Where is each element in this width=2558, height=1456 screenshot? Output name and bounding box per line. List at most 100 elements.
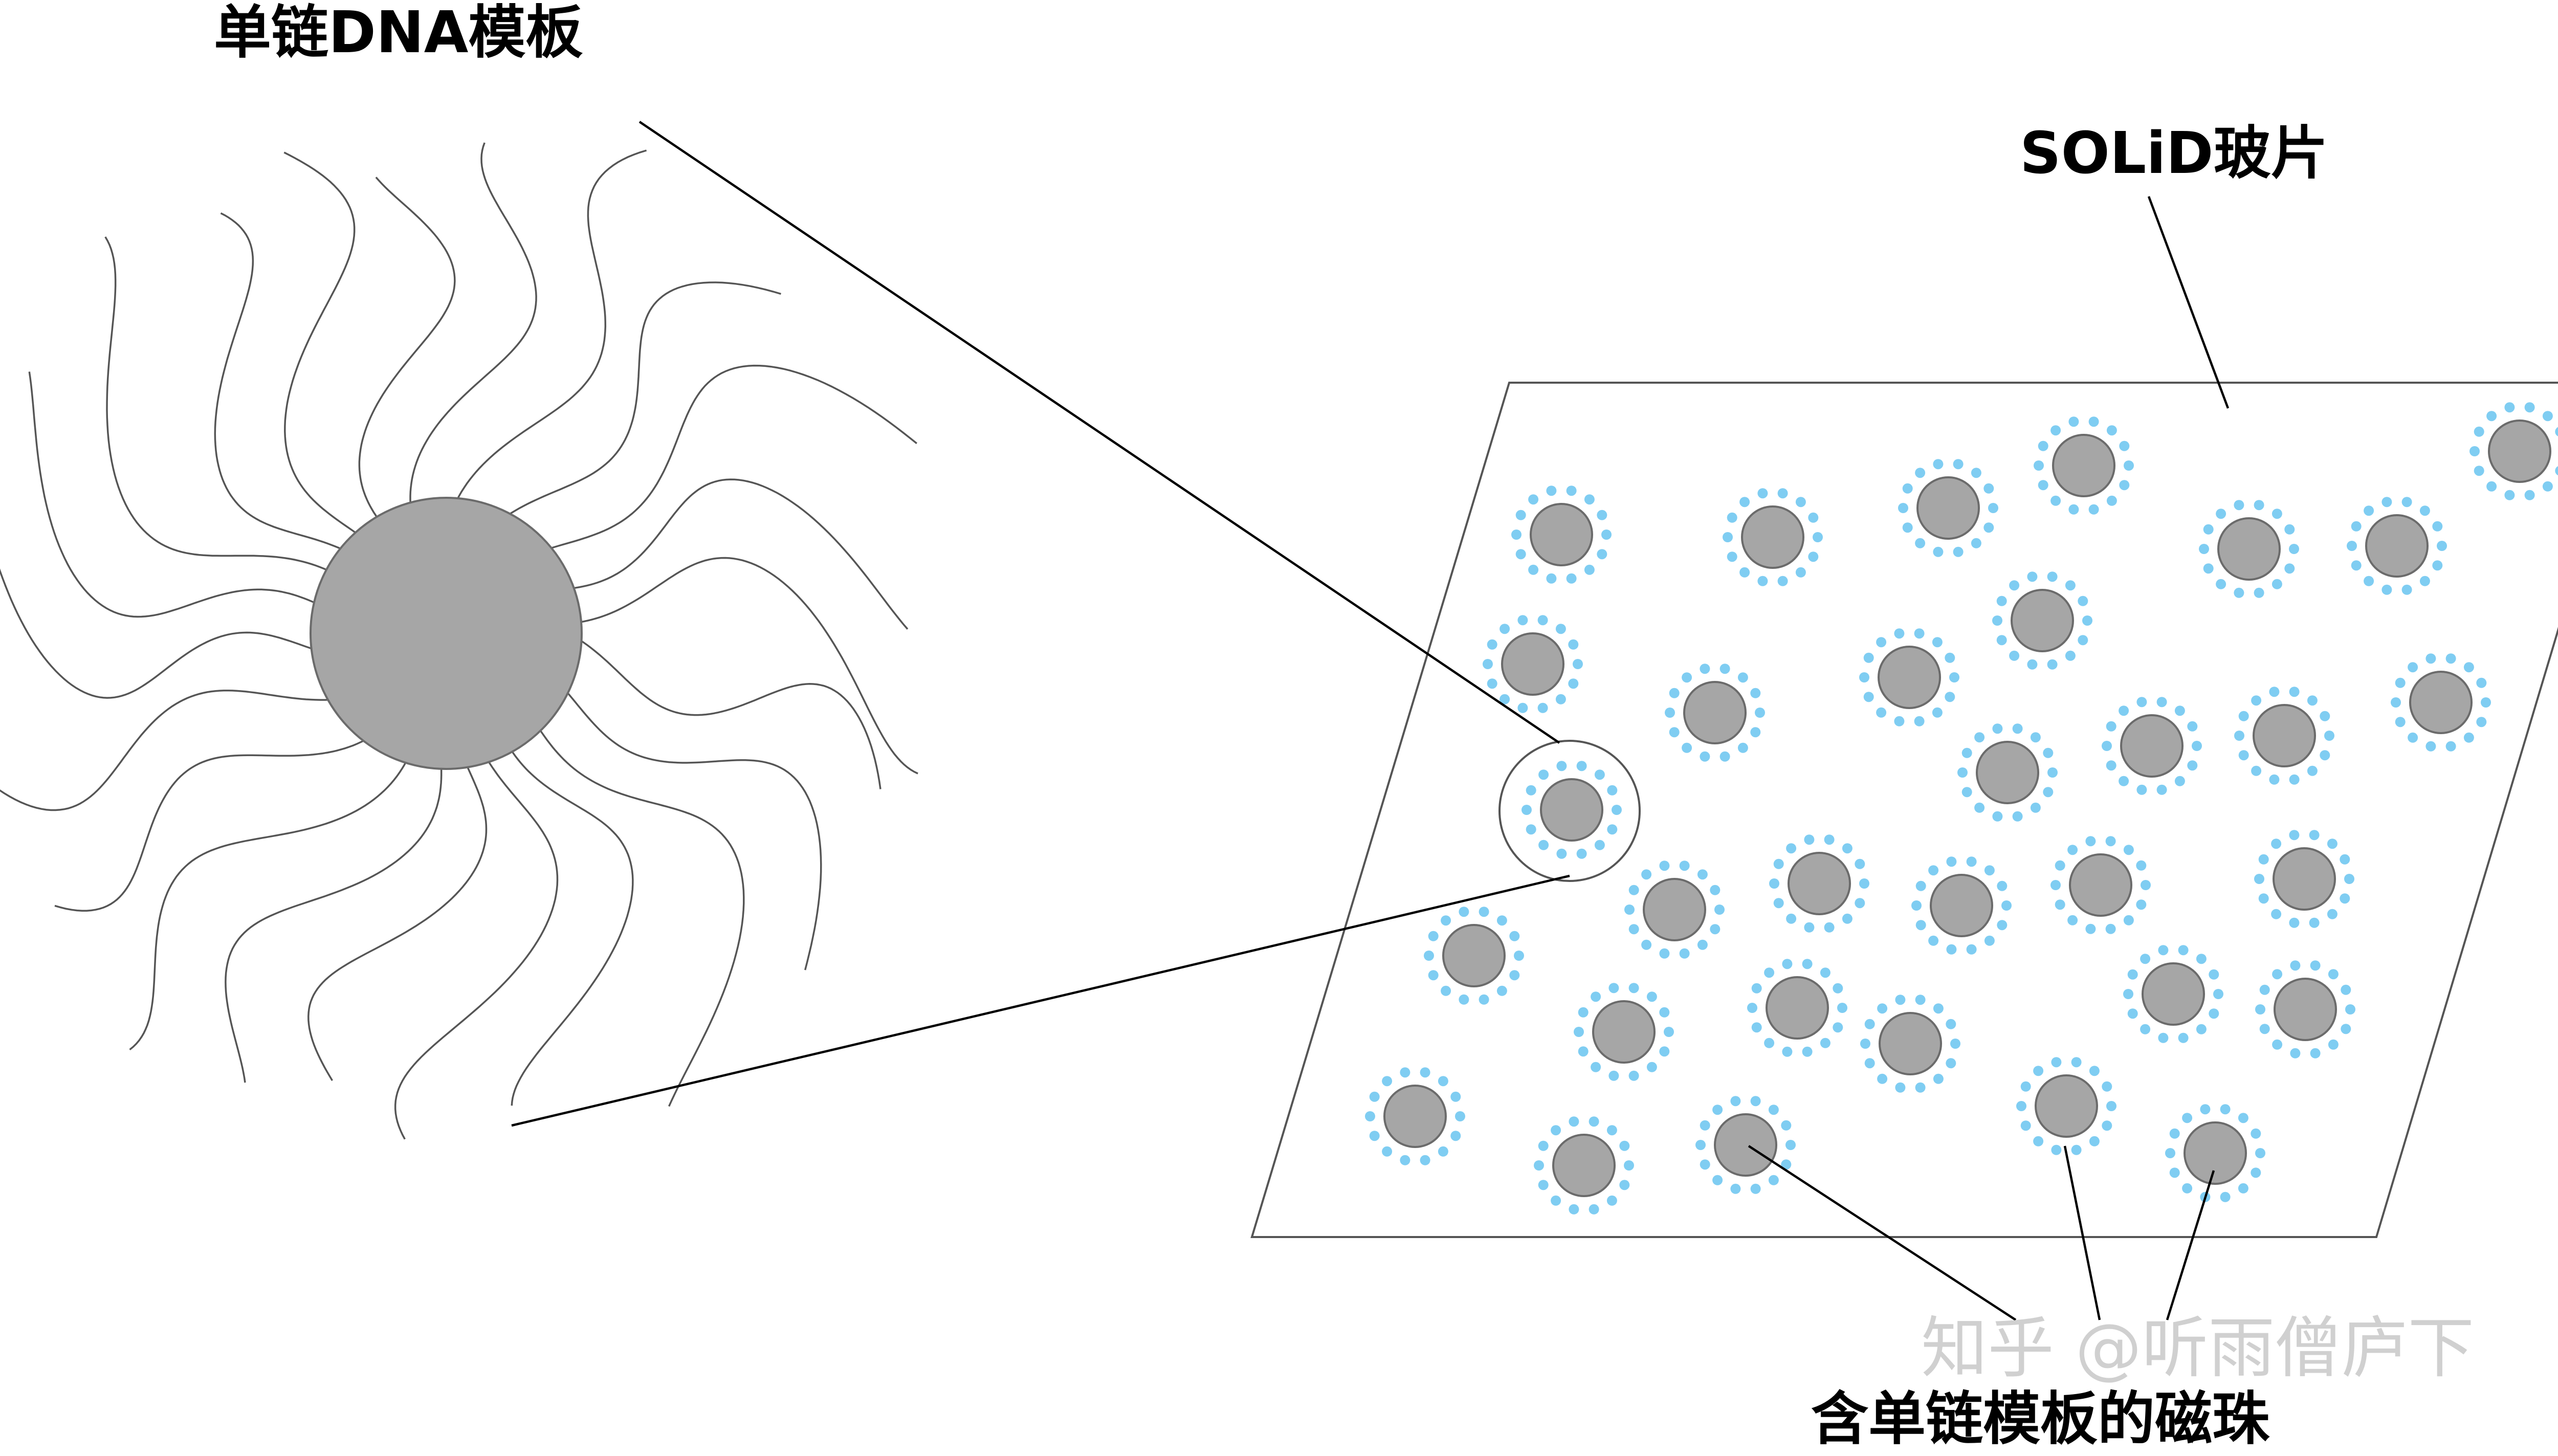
dna-dot <box>2432 521 2443 532</box>
dna-dot <box>2012 811 2023 822</box>
dna-dot <box>1781 1120 1792 1131</box>
dna-dot <box>1974 802 1985 813</box>
dna-dot <box>1607 785 1618 796</box>
bead-with-template <box>1574 983 1674 1081</box>
dna-dot <box>1992 811 2003 822</box>
dna-dot <box>2234 587 2244 598</box>
bead-with-template <box>1424 907 1524 1005</box>
dna-dot <box>1700 1159 1710 1170</box>
dna-dot <box>2254 874 2264 884</box>
dna-dot <box>1496 915 1507 926</box>
dna-dot <box>2310 960 2321 971</box>
dna-dot <box>1450 1131 1461 1141</box>
dna-dot <box>1682 742 1692 753</box>
dna-dot <box>1859 878 1869 889</box>
dna-dot <box>2174 705 2185 716</box>
leader-lines <box>1748 196 2230 1321</box>
dna-dot <box>1591 991 1601 1002</box>
dna-dot <box>1594 840 1605 850</box>
dna-dot <box>1737 672 1748 683</box>
dna-dot <box>2136 697 2147 708</box>
dna-dot <box>1996 635 2007 646</box>
bead-with-template <box>1747 959 1847 1057</box>
dna-dot <box>2051 1057 2062 1068</box>
ssdna-strand <box>104 236 328 571</box>
dna-dot <box>2123 845 2134 855</box>
dna-dot <box>1365 1111 1375 1121</box>
magnetic-bead <box>2069 853 2132 917</box>
dna-dot <box>1984 935 1995 946</box>
ssdna-strand <box>456 149 647 500</box>
dna-dot <box>1400 1067 1410 1078</box>
dna-dot <box>1509 931 1520 941</box>
dna-dot <box>2034 460 2044 471</box>
dna-dot <box>1669 727 1680 738</box>
dna-dot <box>1739 567 1750 578</box>
dna-dot <box>2136 860 2147 871</box>
dna-dot <box>1915 468 1926 478</box>
dna-dot <box>2419 505 2430 516</box>
dna-dot <box>1428 931 1439 941</box>
dna-dot <box>2220 1104 2231 1115</box>
ssdna-strand <box>225 767 443 1083</box>
dna-dot <box>1584 494 1595 505</box>
dna-dot <box>2220 1192 2231 1202</box>
dna-dot <box>2290 1048 2301 1058</box>
dna-dot <box>1700 664 1710 674</box>
dna-dot <box>2119 440 2130 451</box>
dna-dot <box>1719 664 1730 674</box>
dna-dot <box>1739 497 1750 508</box>
dna-dot <box>1961 787 1972 798</box>
dna-dot <box>1589 1116 1599 1127</box>
bead-leader-line-2 <box>2063 1145 2101 1320</box>
bead-with-template <box>2255 960 2355 1058</box>
magnetic-bead <box>2011 589 2074 652</box>
bead-with-template <box>1483 615 1583 713</box>
dna-dot <box>1597 549 1607 560</box>
dna-dot <box>2258 854 2269 865</box>
dna-dot <box>1597 510 1607 520</box>
ssdna-strand <box>54 739 366 912</box>
dna-dot <box>1420 1067 1430 1078</box>
dna-dot <box>1946 1058 1956 1069</box>
dna-dot <box>1971 468 1981 478</box>
dna-dot <box>2203 563 2214 574</box>
dna-dot <box>2272 969 2283 980</box>
dna-dot <box>2085 923 2096 934</box>
dna-dot <box>1983 522 1994 533</box>
ssdna-strand <box>549 364 917 549</box>
magnetic-bead <box>1976 741 2039 804</box>
dna-dot <box>1428 970 1439 981</box>
dna-dot <box>2105 923 2116 934</box>
ssdna-strand <box>539 729 745 1107</box>
dna-dot <box>2178 945 2189 956</box>
dna-dot <box>1573 659 1583 669</box>
dna-dot <box>1624 1160 1634 1171</box>
dna-dot <box>1369 1131 1380 1141</box>
dna-dot <box>1859 672 1869 682</box>
dna-dot <box>1751 983 1762 994</box>
dna-dot <box>2050 495 2061 506</box>
dna-dot <box>1755 708 1765 718</box>
dna-dot <box>2328 1039 2339 1050</box>
dna-dot <box>2158 945 2169 956</box>
dna-dot <box>1914 716 1925 726</box>
magnetic-bead <box>1383 1085 1447 1148</box>
ssdna-strand <box>214 212 342 550</box>
dna-dot <box>1546 486 1557 496</box>
dna-dot <box>2474 426 2484 437</box>
dna-dot <box>2216 509 2226 519</box>
dna-dot <box>1700 751 1710 762</box>
dna-dot <box>1551 1195 1561 1206</box>
dna-dot <box>1950 1039 1960 1049</box>
dna-dot <box>2106 425 2117 436</box>
dna-dot <box>1450 1091 1461 1102</box>
dna-dot <box>1479 907 1489 917</box>
dna-dot <box>2364 576 2374 586</box>
dna-dot <box>2047 767 2058 778</box>
dna-dot <box>1860 1039 1870 1049</box>
dna-dot <box>2234 500 2244 511</box>
dna-dot <box>1537 702 1548 713</box>
dna-dot <box>2504 490 2515 500</box>
dna-dot <box>2051 1144 2062 1155</box>
